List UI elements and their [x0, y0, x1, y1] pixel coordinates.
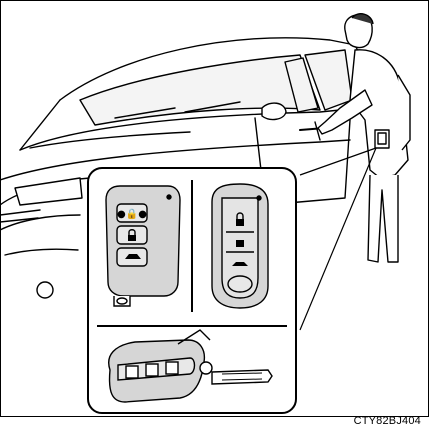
smart-key-fob-2: [212, 184, 268, 308]
smart-key-fob-1: ●🔒●: [106, 186, 180, 306]
svg-text:●🔒●: ●🔒●: [117, 208, 147, 220]
figure-caption: CTY82BJ404: [354, 415, 421, 427]
key-blade-icon: [212, 370, 272, 384]
